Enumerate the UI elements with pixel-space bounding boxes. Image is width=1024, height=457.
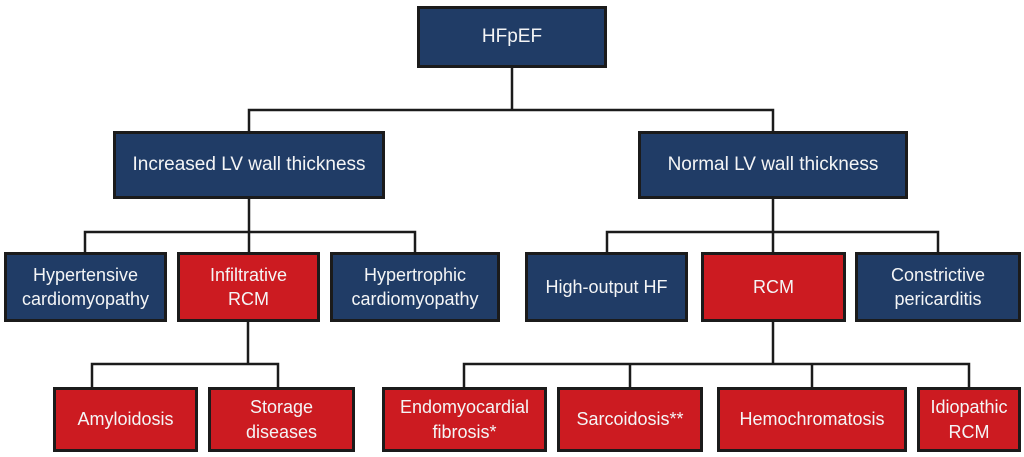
- node-sarcoidosis-label: Sarcoidosis**: [576, 409, 684, 430]
- node-normal-lv-wall-thickness: Normal LV wall thickness: [638, 131, 908, 199]
- node-hfpef: HFpEF: [417, 6, 607, 68]
- node-idiopathic-rcm-label: Idiopathic RCM: [930, 397, 1008, 442]
- node-amyloidosis: Amyloidosis: [53, 387, 198, 452]
- node-storage-diseases-label: Storage diseases: [245, 397, 318, 442]
- node-hemochromatosis-label: Hemochromatosis: [739, 409, 885, 430]
- node-sarcoidosis: Sarcoidosis**: [557, 387, 703, 452]
- node-rcm-label: RCM: [753, 276, 794, 297]
- connector-path: [83, 68, 971, 387]
- node-idiopathic-rcm: Idiopathic RCM: [917, 387, 1021, 452]
- node-hypertensive-cm-label: Hypertensive cardiomyopathy: [21, 264, 150, 309]
- node-amyloidosis-label: Amyloidosis: [77, 409, 174, 430]
- node-hfpef-label: HFpEF: [481, 25, 543, 47]
- node-high-output-hf: High-output HF: [525, 252, 688, 322]
- node-endomyocardial-fibrosis-label: Endomyocardial fibrosis*: [399, 397, 530, 442]
- node-hypertrophic-cm-label: Hypertrophic cardiomyopathy: [351, 264, 479, 309]
- node-increased-lv-label: Increased LV wall thickness: [132, 153, 366, 175]
- node-storage-diseases: Storage diseases: [208, 387, 355, 452]
- node-endomyocardial-fibrosis: Endomyocardial fibrosis*: [382, 387, 547, 452]
- node-hypertrophic-cardiomyopathy: Hypertrophic cardiomyopathy: [330, 252, 500, 322]
- node-infiltrative-rcm: Infiltrative RCM: [177, 252, 320, 322]
- node-hypertensive-cardiomyopathy: Hypertensive cardiomyopathy: [4, 252, 167, 322]
- node-high-output-hf-label: High-output HF: [545, 276, 668, 297]
- node-increased-lv-wall-thickness: Increased LV wall thickness: [113, 131, 385, 199]
- node-constrictive-pericarditis-label: Constrictive pericarditis: [890, 264, 986, 309]
- node-rcm: RCM: [701, 252, 846, 322]
- node-infiltrative-rcm-label: Infiltrative RCM: [209, 264, 288, 309]
- node-hemochromatosis: Hemochromatosis: [717, 387, 907, 452]
- node-constrictive-pericarditis: Constrictive pericarditis: [855, 252, 1021, 322]
- node-normal-lv-label: Normal LV wall thickness: [667, 153, 879, 175]
